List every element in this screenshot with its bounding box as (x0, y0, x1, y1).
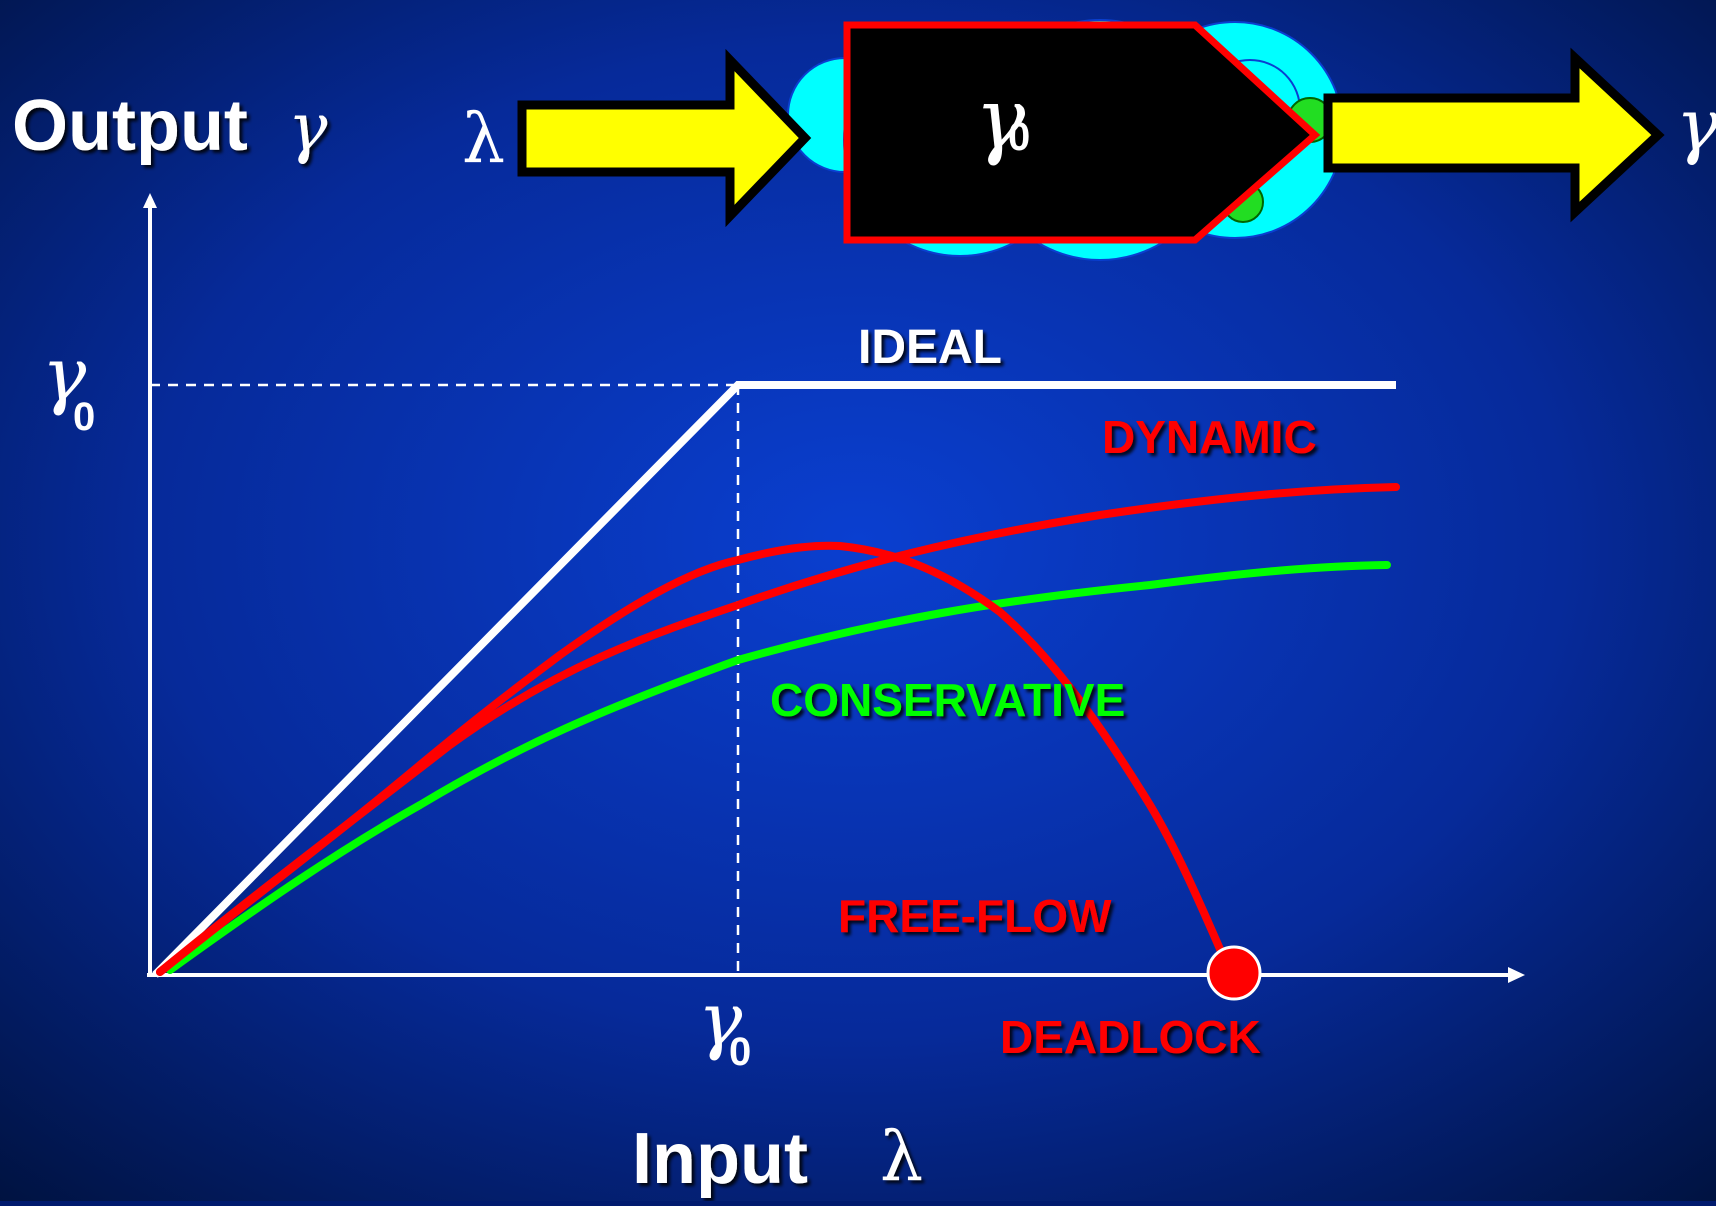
network-box (843, 21, 1321, 244)
input-arrow (517, 48, 812, 228)
box-gamma-symbol: γ (975, 70, 1026, 168)
free-flow-label: FREE-FLOW (838, 890, 1112, 942)
deadlock-label: DEADLOCK (1000, 1011, 1261, 1063)
x-tick-gamma-subscript: 0 (729, 1030, 751, 1074)
box-gamma-subscript: 0 (1008, 115, 1030, 159)
conservative-curve (166, 561, 1391, 974)
x-axis-lambda-symbol: λ (880, 1118, 923, 1197)
output-gamma-symbol: γ (1676, 83, 1716, 167)
dynamic-label: DYNAMIC (1102, 411, 1317, 463)
y-axis-arrowhead (143, 193, 157, 208)
y-tick-gamma-symbol: γ (42, 332, 87, 418)
y-tick-gamma-subscript: 0 (73, 395, 95, 439)
conservative-label: CONSERVATIVE (770, 674, 1125, 726)
input-lambda-symbol: λ (462, 100, 505, 179)
axes (143, 193, 1525, 983)
x-axis-title: Input (632, 1119, 808, 1199)
y-axis-title: Output (12, 86, 248, 166)
x-tick-gamma-symbol: γ (698, 977, 743, 1063)
x-axis-arrowhead (1508, 967, 1525, 983)
y-axis-gamma-symbol: γ (288, 89, 328, 166)
ideal-label: IDEAL (858, 321, 1002, 374)
output-arrow (1323, 47, 1665, 223)
free-flow-curve (156, 541, 1234, 976)
deadlock-marker (1206, 945, 1262, 1001)
ideal-curve (152, 381, 1396, 978)
